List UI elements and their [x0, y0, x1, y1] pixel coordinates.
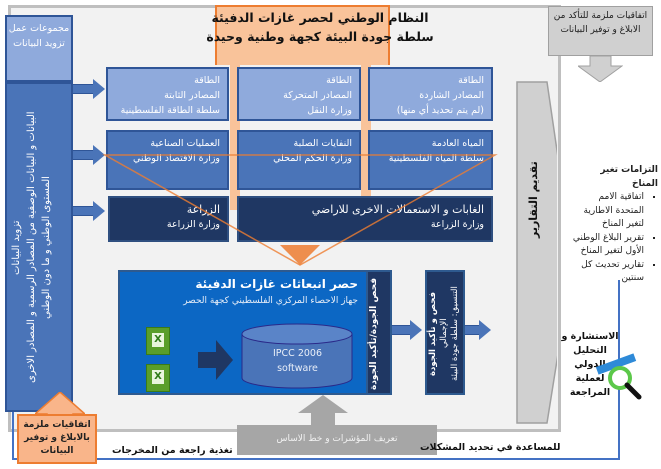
indicators-box: تعريف المؤشرات و خط الاساس	[237, 425, 437, 455]
software-label-line-1: IPCC 2006	[273, 348, 322, 359]
orange-column-right	[361, 60, 371, 210]
workgroups-label: مجموعات عمل تزويد البيانات	[8, 23, 70, 49]
sector-subtitle: المصادر المتحركة	[283, 90, 352, 101]
problem-help-label: للمساعدة في تحديد المشكلات	[420, 442, 561, 453]
feedback-line-bottom	[12, 458, 620, 460]
sector-agency: (لم يتم تحديد أي منها)	[396, 105, 484, 116]
obligations-heading: التزامات تغير المناخ	[600, 165, 658, 189]
indicators-label: تعريف المؤشرات و خط الاساس	[276, 434, 398, 444]
agreements-bottom-text: اتفاقيات ملزمة بالابلاغ و توفير البيانات	[23, 420, 91, 456]
diagram-title: النظام الوطني لحصر غازات الدفيئة سلطة جو…	[190, 8, 450, 46]
sector-agriculture: الزراعة وزارة الزراعة	[108, 196, 229, 242]
climate-obligations: التزامات تغير المناخ اتفاقية الامم المتح…	[572, 164, 658, 286]
qa-label-line-2: الإجمالي	[439, 318, 449, 349]
sector-subtitle: المصادر الثابتة	[164, 90, 220, 101]
feedback-line-left	[12, 412, 14, 460]
qc-box: فحص الجودة/تأكيد الجودة	[366, 270, 392, 395]
sector-subtitle: المصادر الشاردة	[419, 90, 484, 101]
arrow-row-1-shaft	[73, 84, 93, 94]
orange-column-left	[230, 60, 240, 210]
inventory-subtitle: جهاز الاحصاء المركزي الفلسطيني كجهة الحص…	[183, 296, 358, 306]
arrow-row-1-head	[93, 79, 105, 99]
software-label-line-2: software	[277, 363, 318, 374]
sector-agency: وزارة النقل	[307, 105, 352, 116]
arrow-qa-head	[479, 320, 491, 340]
sector-agency: سلطة المياه الفلسطينية	[388, 153, 484, 164]
excel-file-icon: X	[146, 364, 170, 392]
arrow-qa-shaft	[465, 325, 479, 335]
reports-shape	[516, 81, 557, 424]
qc-label: فحص الجودة/تأكيد الجودة	[369, 277, 379, 390]
arrow-row-3-head	[93, 201, 105, 221]
agreements-top-arrow	[578, 56, 623, 82]
sector-agency: وزارة الاقتصاد الوطني	[132, 153, 220, 164]
funnel-arrow	[102, 154, 498, 266]
reports-label: تقديم التقارير	[527, 161, 540, 239]
obligations-item: اتفاقية الامم المتحدة الاطارية لتغير الم…	[572, 191, 645, 232]
inventory-box: حصر انبعاثات غازات الدفيئة جهاز الاحصاء …	[118, 270, 370, 395]
arrow-right-icon	[198, 340, 233, 380]
agreements-bottom-arrow	[35, 392, 85, 416]
agreements-top-text: اتفاقيات ملزمة للتأكد من الابلاغ و توفير…	[553, 11, 648, 35]
sector-title: النفايات الصلبة	[293, 138, 352, 149]
data-supply-detail: البيانات و البيانات الوصفية من المصادر ا…	[26, 111, 37, 384]
qa-label-line-1: فحص و تأكيد الجودة	[428, 291, 438, 376]
qa-box: فحص و تأكيد الجودة الإجمالي التنسيق: سلط…	[425, 270, 465, 395]
workgroups-box: مجموعات عمل تزويد البيانات	[5, 15, 73, 82]
sector-agency: سلطة الطاقة الفلسطينية	[120, 105, 220, 116]
title-box	[215, 5, 390, 65]
consultation-label: الاستشارة و التحليل الدولي لعملية المراج…	[561, 331, 619, 398]
arrow-row-2-shaft	[73, 150, 93, 160]
title-line-1: النظام الوطني لحصر غازات الدفيئة	[211, 10, 429, 25]
database-icon	[241, 323, 353, 389]
magnifier-icon	[595, 353, 642, 400]
sector-title: الطاقة	[326, 75, 352, 86]
sector-title: المياه العادمة	[431, 138, 484, 149]
title-line-2: سلطة جودة البيئة كجهة وطنية وحيدة	[206, 29, 434, 44]
sector-wastewater: المياه العادمة سلطة المياه الفلسطينية	[368, 130, 493, 190]
data-supply-column: تزويد البيانات البيانات و البيانات الوصف…	[5, 82, 73, 412]
arrow-qc-shaft	[392, 325, 410, 335]
sector-industrial: العمليات الصناعية وزارة الاقتصاد الوطني	[106, 130, 229, 190]
sector-energy-fugitive: الطاقة المصادر الشاردة (لم يتم تحديد أي …	[368, 67, 493, 121]
obligations-item: تقارير تحديث كل سنتين	[572, 259, 644, 286]
qa-label: فحص و تأكيد الجودة الإجمالي التنسيق: سلط…	[428, 276, 464, 391]
arrow-row-3-shaft	[73, 206, 93, 216]
obligations-list: اتفاقية الامم المتحدة الاطارية لتغير الم…	[572, 191, 658, 286]
sector-title: الطاقة	[194, 75, 220, 86]
qa-label-line-3: التنسيق: سلطة جودة البيئة	[450, 286, 460, 381]
inventory-title: حصر انبعاثات غازات الدفيئة	[195, 277, 358, 291]
sector-agency: وزارة الحكم المحلي	[273, 153, 352, 164]
software-label: IPCC 2006 software	[240, 346, 355, 376]
sector-energy-mobile: الطاقة المصادر المتحركة وزارة النقل	[237, 67, 361, 121]
sector-agency: وزارة الزراعة	[166, 219, 220, 230]
sector-agency: وزارة الزراعة	[430, 219, 484, 230]
agreements-bottom-box: اتفاقيات ملزمة بالابلاغ و توفير البيانات	[17, 414, 97, 464]
arrow-row-2-head	[93, 145, 105, 165]
data-supply-text: تزويد البيانات البيانات و البيانات الوصف…	[9, 90, 69, 405]
obligations-item: تقرير البلاغ الوطني الأول لتغير المناخ	[572, 232, 644, 259]
indicators-arrow	[298, 395, 348, 430]
sector-title: الطاقة	[458, 75, 484, 86]
arrow-qc-head	[410, 320, 422, 340]
data-supply-label: تزويد البيانات	[11, 220, 22, 275]
excel-file-icon: X	[146, 327, 170, 355]
agreements-top-note: اتفاقيات ملزمة للتأكد من الابلاغ و توفير…	[548, 6, 653, 56]
sector-forestry-land-use: الغابات و الاستعمالات الاخرى للاراضي وزا…	[237, 196, 493, 242]
sector-title: العمليات الصناعية	[150, 138, 220, 149]
sector-energy-stationary: الطاقة المصادر الثابتة سلطة الطاقة الفلس…	[106, 67, 229, 121]
feedback-label: تغذية راجعة من المخرجات	[112, 445, 233, 456]
sector-solid-waste: النفايات الصلبة وزارة الحكم المحلي	[237, 130, 361, 190]
data-supply-level: المستوى الوطني و ما دون الوطني	[41, 176, 52, 319]
